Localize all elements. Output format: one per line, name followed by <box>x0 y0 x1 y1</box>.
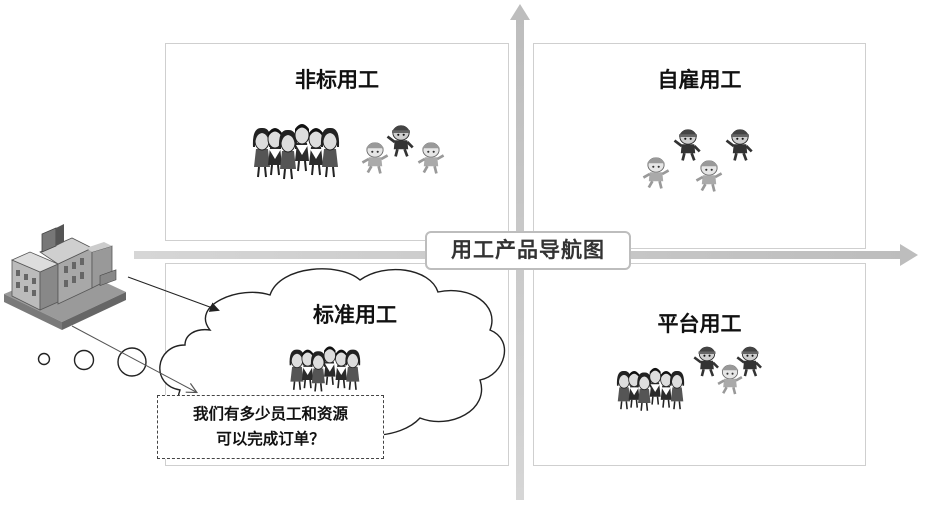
worker-light-3 <box>642 156 670 190</box>
question-line-2: 可以完成订单？ <box>216 430 325 448</box>
quadrant-platform-employment: 平台用工 <box>533 263 866 466</box>
horizontal-axis-arrow-head <box>900 244 918 266</box>
worker-dark-4 <box>692 345 720 378</box>
company-building-icon <box>4 224 126 330</box>
quadrant-self-employment: 自雇用工 <box>533 43 866 249</box>
worker-dark-5 <box>735 345 763 378</box>
thought-dot-medium <box>73 349 95 371</box>
quadrant-title-nonstandard: 非标用工 <box>295 68 379 92</box>
arrow-to-cloud <box>127 276 220 312</box>
quadrant-title-platform: 平台用工 <box>657 312 742 336</box>
vertical-axis-arrow-head <box>510 4 530 20</box>
employee-group-platform <box>617 368 684 411</box>
arrow-to-company <box>71 325 196 392</box>
thought-dot-large <box>117 347 147 377</box>
worker-dark-2 <box>673 128 702 162</box>
question-callout: 我们有多少员工和资源 可以完成订单？ <box>157 395 384 459</box>
question-line-1: 我们有多少员工和资源 <box>192 405 348 423</box>
worker-light-1 <box>361 141 389 175</box>
worker-dark-3 <box>725 128 754 162</box>
worker-light-4 <box>695 159 723 193</box>
employee-group-nonstandard <box>253 124 339 179</box>
worker-light-2 <box>417 141 445 175</box>
thought-dot-small <box>37 352 51 366</box>
worker-dark-1 <box>386 123 415 158</box>
quadrant-title-self-employed: 自雇用工 <box>657 68 742 92</box>
quadrant-title-standard: 标准用工 <box>313 303 397 327</box>
navigation-map-label: 用工产品导航图 <box>425 231 631 270</box>
worker-light-5 <box>716 363 744 396</box>
